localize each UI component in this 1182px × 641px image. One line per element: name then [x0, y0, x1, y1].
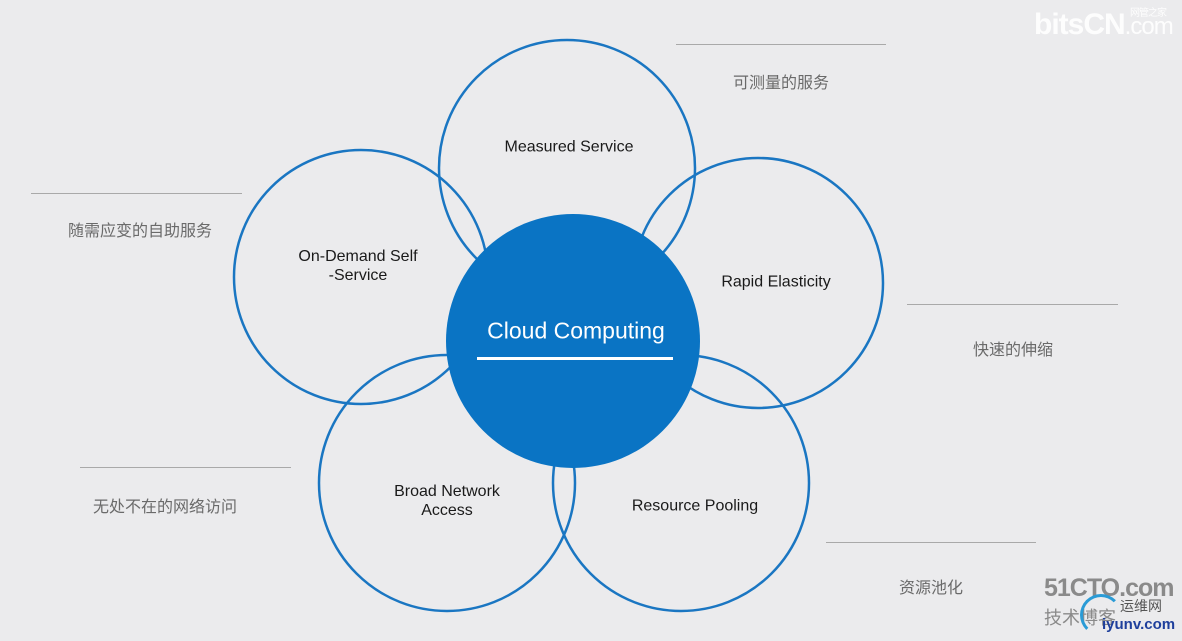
center-underline [477, 357, 673, 360]
label-resource-pooling: Resource Pooling [631, 497, 759, 515]
watermark-brand: bitsCN [1034, 8, 1126, 41]
51cto-watermark: 51CTO.com 技术博客 运维网 iyunv.com [1044, 574, 1180, 636]
cn-label-measured-service: 可测量的服务 [732, 73, 830, 92]
bitscn-watermark: bitsCN.com 网管之家 [1034, 8, 1174, 42]
cn-label-on-demand-self-service: 随需应变的自助服务 [67, 221, 213, 240]
center-circle [446, 214, 700, 468]
watermark-partner: iyunv.com [1102, 616, 1176, 633]
label-broad-network-access: Broad Network Access [394, 483, 500, 519]
rule-resource-pooling [826, 542, 1036, 543]
rule-on-demand-self-service [31, 193, 242, 194]
rule-rapid-elasticity [907, 304, 1118, 305]
rule-broad-network-access [80, 467, 291, 468]
label-rapid-elasticity: Rapid Elasticity [721, 273, 831, 291]
watermark-arc-icon [1080, 594, 1122, 636]
cn-label-rapid-elasticity: 快速的伸缩 [972, 340, 1054, 359]
cn-label-resource-pooling: 资源池化 [898, 578, 964, 597]
watermark-suffix: .com [1124, 13, 1174, 40]
watermark-partner-cn: 运维网 [1120, 598, 1162, 614]
center-label: Cloud Computing [487, 317, 665, 344]
label-on-demand-self-service: On-Demand Self -Service [298, 248, 418, 284]
watermark-cn: 网管之家 [1130, 8, 1167, 19]
rule-measured-service [676, 44, 886, 45]
cn-label-broad-network-access: 无处不在的网络访问 [92, 497, 238, 516]
label-measured-service: Measured Service [504, 138, 634, 156]
